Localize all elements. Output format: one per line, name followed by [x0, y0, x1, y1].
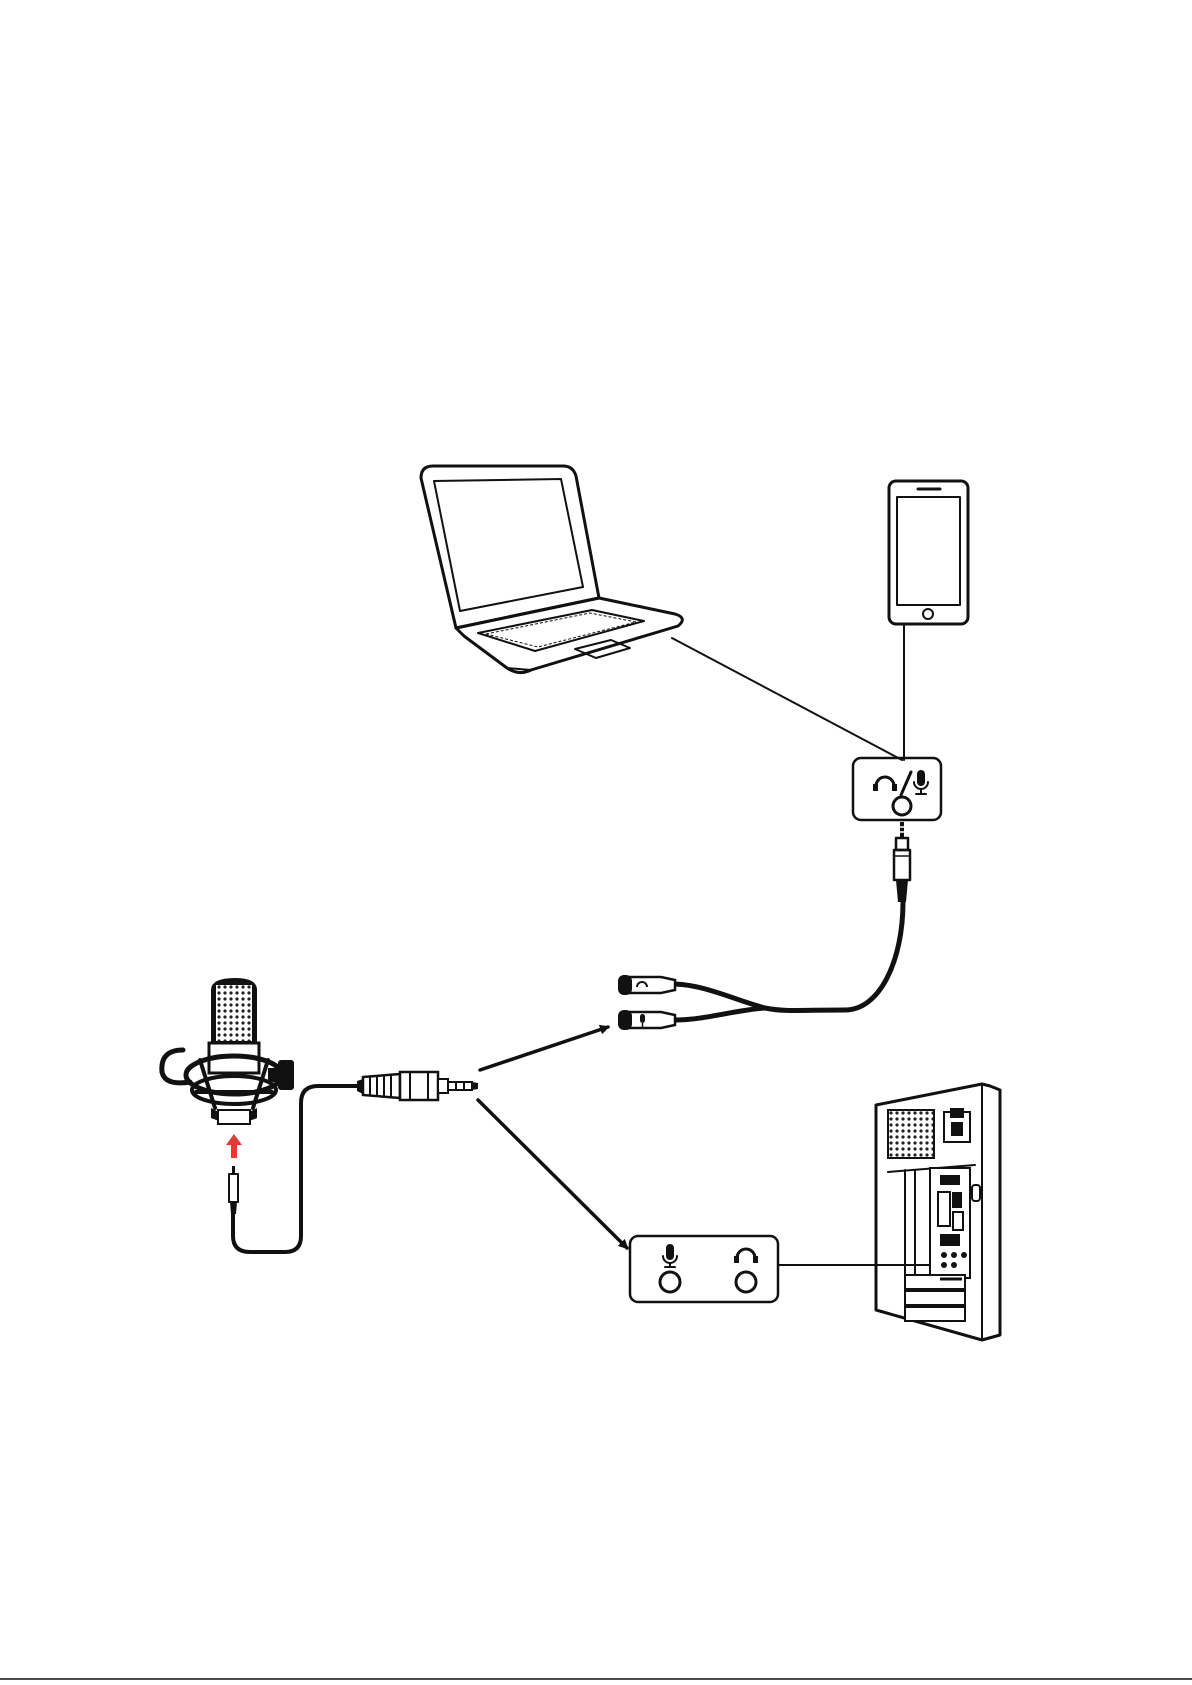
insert-arrow-icon	[226, 1134, 242, 1158]
desktop-tower-icon	[876, 1084, 1000, 1340]
arrow-to-pc-jacks	[478, 1100, 627, 1248]
arrow-to-splitter	[480, 1027, 608, 1070]
headset-mic-combo-jack-icon	[853, 758, 941, 820]
microphone-cable	[233, 1086, 357, 1252]
mic-connector-icon	[229, 1166, 238, 1214]
condenser-microphone-icon	[162, 978, 294, 1124]
smartphone-icon	[889, 481, 968, 624]
laptop-cable	[672, 638, 902, 760]
y-splitter-cable-icon	[618, 902, 903, 1030]
3-5mm-plug-icon	[357, 1072, 478, 1100]
trrs-plug-icon	[894, 822, 910, 902]
laptop-icon	[421, 466, 682, 673]
pc-audio-jacks-icon	[630, 1236, 778, 1302]
